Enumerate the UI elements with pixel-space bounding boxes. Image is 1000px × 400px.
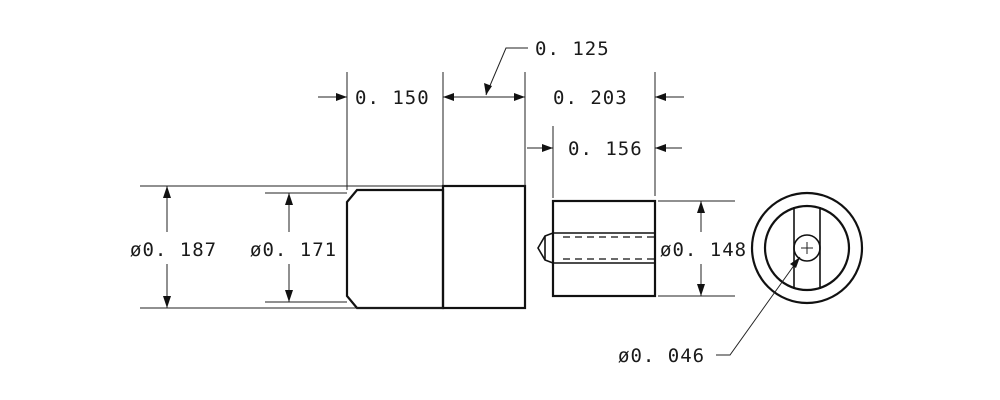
dim-pin-diameter: ø0. 148 — [660, 201, 747, 296]
hole-diameter-label: ø0. 046 — [618, 345, 705, 367]
head-length-label: 0. 150 — [355, 87, 430, 109]
head-diameter-label: ø0. 171 — [250, 239, 337, 261]
knurl-offset-label: 0. 125 — [535, 38, 610, 60]
extension-lines — [140, 72, 735, 309]
knurled-head — [345, 188, 445, 310]
knurled-body — [441, 184, 527, 310]
dim-knurl-offset: 0. 125 — [470, 38, 610, 101]
slotted-pin — [537, 199, 657, 298]
dim-outer-diameter: ø0. 187 — [130, 186, 217, 308]
dim-head-length: 0. 150 — [318, 87, 470, 109]
slot-length-label: 0. 156 — [568, 138, 643, 160]
pin-diameter-label: ø0. 148 — [660, 239, 747, 261]
outer-diameter-label: ø0. 187 — [130, 239, 217, 261]
end-view — [750, 191, 864, 305]
dim-slot-length: 0. 156 — [527, 138, 682, 160]
dim-hole-diameter: ø0. 046 — [618, 256, 801, 367]
body-length-label: 0. 203 — [553, 87, 628, 109]
dim-head-diameter: ø0. 171 — [250, 193, 337, 302]
dim-body-length: 0. 203 — [553, 87, 684, 109]
